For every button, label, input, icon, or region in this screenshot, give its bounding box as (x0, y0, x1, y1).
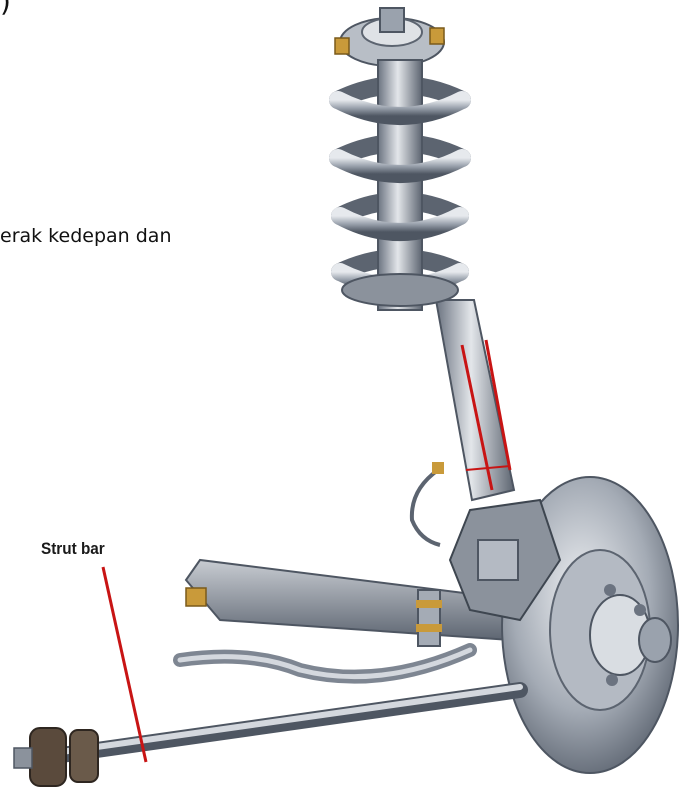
upper-mount (335, 8, 444, 66)
strut-bar (14, 687, 520, 786)
strut-bar-leader-line (103, 567, 146, 762)
strut-bar-label: Strut bar (41, 539, 105, 559)
